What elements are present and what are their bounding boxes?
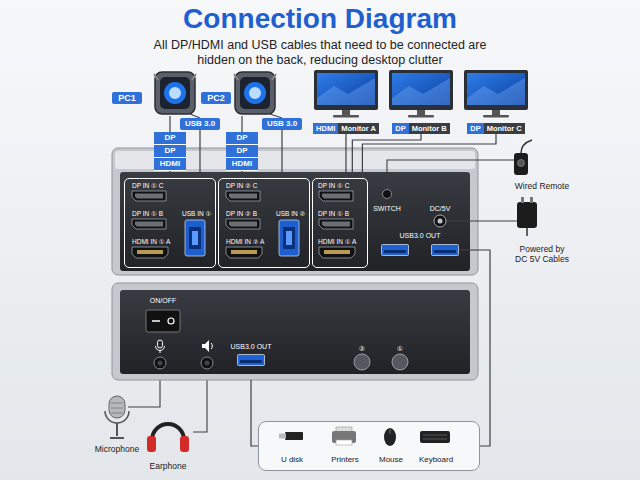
pc-icon bbox=[154, 72, 196, 114]
monitor-text: Monitor A bbox=[338, 123, 379, 134]
device-name: U disk bbox=[281, 455, 303, 465]
cable-label: DP bbox=[154, 132, 186, 145]
monitor-label: DPMonitor C bbox=[467, 123, 524, 134]
select-buttons bbox=[354, 354, 408, 370]
panel-label: USB3.0 OUT bbox=[231, 343, 272, 351]
monitor-text: HDMI bbox=[313, 123, 338, 134]
panel-label: ① bbox=[397, 345, 403, 353]
earphone-icon bbox=[147, 424, 189, 452]
port-label: DP IN ① C bbox=[318, 182, 349, 189]
peripheral-box: U disk Printers Mouse Keyboard bbox=[258, 421, 480, 471]
device-label: Earphone bbox=[150, 461, 187, 471]
subtitle: All DP/HDMI and USB cables that need to … bbox=[153, 38, 488, 68]
connector-line bbox=[199, 130, 200, 178]
power-adapter-icon bbox=[517, 197, 537, 236]
connector-line bbox=[281, 130, 282, 178]
pc-tag: PC2 bbox=[201, 92, 231, 104]
front-panel-housing bbox=[112, 283, 478, 380]
monitor-text: Monitor C bbox=[484, 123, 525, 134]
port-label: HDMI IN ① A bbox=[132, 238, 170, 245]
cable-label: DP bbox=[226, 145, 258, 158]
tag-text: PC2 bbox=[207, 92, 225, 104]
connector-line bbox=[169, 171, 170, 178]
port-group: DP IN ① C DP IN ① B HDMI IN ① A bbox=[312, 178, 368, 268]
port-label: USB IN ② bbox=[276, 210, 305, 217]
port-group: DP IN ② C DP IN ② B HDMI IN ② A USB IN ② bbox=[218, 178, 310, 268]
connector-line bbox=[345, 134, 346, 179]
panel-label: ON/OFF bbox=[150, 297, 176, 305]
tag-text: USB 3.0 bbox=[267, 118, 297, 130]
connector-line bbox=[251, 380, 258, 446]
panel-label: SWITCH bbox=[373, 205, 401, 213]
monitor-text: Monitor B bbox=[409, 123, 450, 134]
pc-tag: PC1 bbox=[112, 92, 142, 104]
diagram-title: Connection Diagram bbox=[0, 3, 640, 35]
audio-jacks bbox=[154, 340, 213, 369]
device-name: Keyboard bbox=[419, 455, 453, 465]
port-label: DP IN ② B bbox=[226, 210, 257, 217]
microphone-icon bbox=[105, 396, 129, 438]
rear-panel-housing bbox=[112, 148, 478, 275]
wired-remote-icon bbox=[514, 140, 532, 175]
port-label: HDMI IN ② A bbox=[226, 238, 264, 245]
device-label: Microphone bbox=[95, 444, 139, 454]
device-label: Wired Remote bbox=[515, 181, 569, 191]
panel-label: USB3.0 OUT bbox=[400, 232, 441, 240]
rear-panel: SWITCH DC/5V USB3.0 OUT DP IN ① C DP IN ① B H… bbox=[112, 148, 478, 275]
port-label: DP IN ② C bbox=[226, 182, 257, 189]
cable-label: HDMI bbox=[154, 158, 186, 171]
power-switch bbox=[146, 310, 180, 332]
cable-label: DP bbox=[154, 145, 186, 158]
connector-line bbox=[241, 171, 242, 178]
port-icons bbox=[132, 191, 459, 258]
panel-label: DC/5V bbox=[430, 205, 451, 213]
usb-tag: USB 3.0 bbox=[262, 118, 302, 130]
monitor-icon bbox=[389, 70, 453, 118]
cable-stack: DPDPHDMI bbox=[154, 132, 186, 171]
port-group: DP IN ① C DP IN ① B HDMI IN ① A USB IN ① bbox=[124, 178, 216, 268]
peripheral-icons bbox=[258, 421, 480, 471]
monitor-text: DP bbox=[467, 123, 483, 134]
usb-tag: USB 3.0 bbox=[180, 118, 220, 130]
port-label: USB IN ① bbox=[182, 210, 211, 217]
monitor-label: HDMIMonitor A bbox=[313, 123, 379, 134]
device-label: Powered by DC 5V Cables bbox=[514, 244, 571, 264]
cable-stack: DPDPHDMI bbox=[226, 132, 258, 171]
monitor-label: DPMonitor B bbox=[392, 123, 449, 134]
port-label: HDMI IN ① A bbox=[318, 238, 356, 245]
cable-label: DP bbox=[226, 132, 258, 145]
front-usb-port bbox=[238, 355, 265, 366]
tag-text: PC1 bbox=[118, 92, 136, 104]
port-label: DP IN ① C bbox=[132, 182, 163, 189]
connector-line bbox=[362, 134, 496, 179]
panel-label: ② bbox=[359, 345, 365, 353]
connector-line bbox=[478, 250, 490, 446]
monitor-text: DP bbox=[392, 123, 408, 134]
cable-label: HDMI bbox=[226, 158, 258, 171]
monitor-icon bbox=[464, 70, 528, 118]
front-panel: ON/OFF USB3.0 OUT ② ① bbox=[112, 283, 478, 380]
port-label: DP IN ① B bbox=[318, 210, 349, 217]
pc-icon bbox=[234, 72, 276, 114]
monitor-icon bbox=[314, 70, 378, 118]
device-name: Mouse bbox=[379, 455, 403, 465]
device-name: Printers bbox=[331, 455, 359, 465]
port-label: DP IN ① B bbox=[132, 210, 163, 217]
tag-text: USB 3.0 bbox=[185, 118, 215, 130]
